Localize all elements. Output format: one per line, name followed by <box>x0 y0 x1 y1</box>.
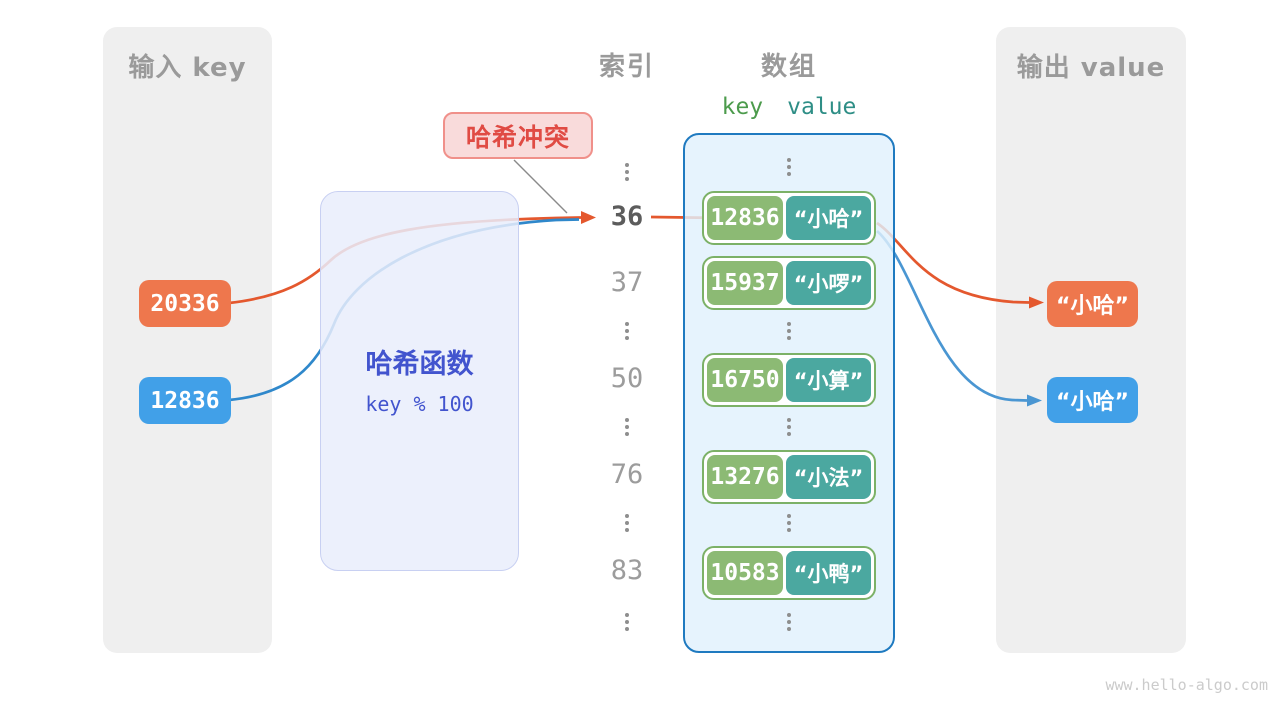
hash-function-formula: key % 100 <box>365 392 474 416</box>
arrowhead-orange-output <box>1029 296 1044 309</box>
row-value: “小啰” <box>786 261 871 305</box>
ellipsis-icon <box>759 514 819 532</box>
table-row: 16750 “小算” <box>702 353 876 407</box>
hash-function-box: 哈希函数 key % 100 <box>320 191 519 571</box>
table-row: 13276 “小法” <box>702 450 876 504</box>
row-value: “小鸭” <box>786 551 871 595</box>
ellipsis-icon <box>597 418 657 436</box>
row-value: “小算” <box>786 358 871 402</box>
hash-function-title: 哈希函数 <box>365 349 474 380</box>
output-panel-title: 输出 value <box>1016 53 1166 83</box>
arrowhead-blue-output <box>1027 394 1042 407</box>
key-header-label: key <box>721 94 764 120</box>
input-panel-title: 输入 key <box>128 53 247 83</box>
row-value: “小法” <box>786 455 871 499</box>
ellipsis-icon <box>759 158 819 176</box>
table-row: 12836 “小哈” <box>702 191 876 245</box>
index-value-83: 83 <box>610 555 644 586</box>
input-key-12836: 12836 <box>139 377 231 424</box>
index-value-50: 50 <box>610 363 644 394</box>
row-key: 12836 <box>707 196 783 240</box>
table-row: 15937 “小啰” <box>702 256 876 310</box>
array-column-header: 数组 <box>760 52 817 82</box>
arrowhead-orange-index <box>581 211 596 224</box>
ellipsis-icon <box>759 418 819 436</box>
input-panel <box>103 27 272 653</box>
ellipsis-icon <box>597 613 657 631</box>
output-panel <box>996 27 1186 653</box>
row-key: 15937 <box>707 261 783 305</box>
index-value-36: 36 <box>610 201 644 232</box>
input-key-20336: 20336 <box>139 280 231 327</box>
value-header-label: value <box>787 94 857 120</box>
row-key: 13276 <box>707 455 783 499</box>
ellipsis-icon <box>597 322 657 340</box>
index-value-76: 76 <box>610 459 644 490</box>
output-value-blue: “小哈” <box>1047 377 1138 423</box>
ellipsis-icon <box>759 613 819 631</box>
row-key: 10583 <box>707 551 783 595</box>
row-value: “小哈” <box>786 196 871 240</box>
ellipsis-icon <box>597 163 657 181</box>
watermark-text: www.hello-algo.com <box>1105 676 1268 694</box>
ellipsis-icon <box>759 322 819 340</box>
line-collision-pointer <box>513 159 568 214</box>
index-value-37: 37 <box>610 267 644 298</box>
table-row: 10583 “小鸭” <box>702 546 876 600</box>
ellipsis-icon <box>597 514 657 532</box>
hash-collision-callout: 哈希冲突 <box>443 112 593 159</box>
output-value-orange: “小哈” <box>1047 281 1138 327</box>
arrow-blue-array-to-output <box>876 229 1028 402</box>
key-value-header: key value <box>683 94 895 120</box>
row-key: 16750 <box>707 358 783 402</box>
index-column-header: 索引 <box>598 52 655 82</box>
